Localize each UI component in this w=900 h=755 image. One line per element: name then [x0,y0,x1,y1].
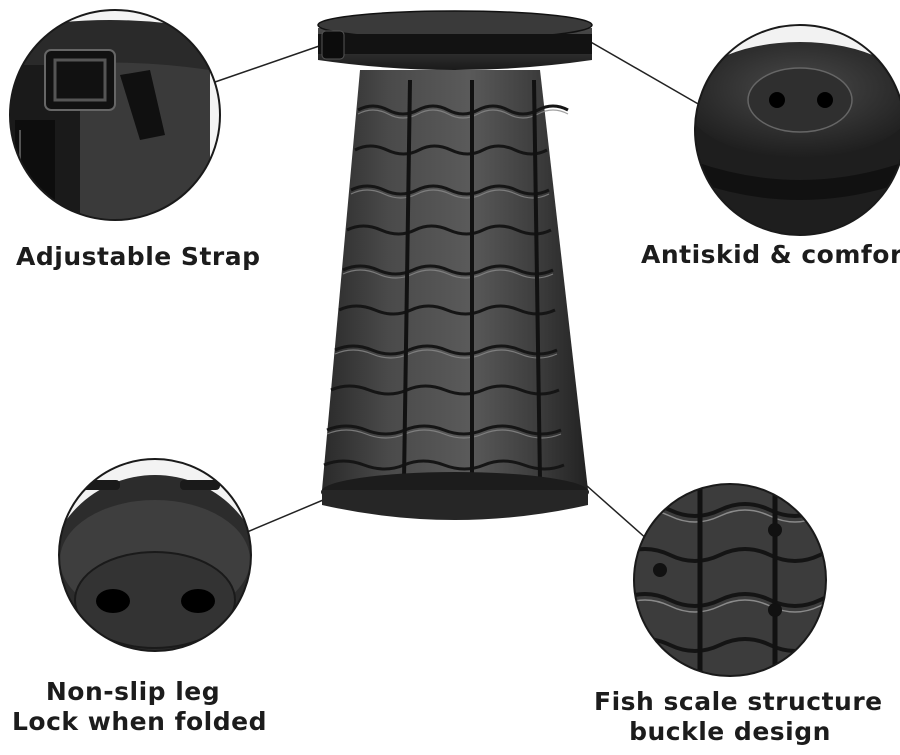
label-fish-scale: Fish scale structure buckle design [594,687,883,747]
label-fishscale-line2: buckle design [629,717,831,746]
label-nonslip-leg: Non-slip leg Lock when folded [12,677,267,737]
cap-hole-right [817,92,833,108]
label-nonslip-line2: Lock when folded [12,707,267,736]
label-fishscale-line1: Fish scale structure [594,687,883,716]
fish-scale-rings [323,104,569,471]
detail-adjustable-strap [9,9,221,221]
label-antiskid-comfort: Antiskid & comfort [641,240,900,269]
label-adjustable-strap: Adjustable Strap [16,242,261,271]
detail-antiskid [694,24,900,236]
leader-fishscale [577,477,649,541]
strap-buckle [321,30,345,60]
seat-strap [318,34,592,54]
leader-strap [214,43,326,83]
stool [317,10,593,520]
label-nonslip-line1: Non-slip leg [45,677,221,706]
cap-hole-left [769,92,785,108]
stool-body [322,70,588,490]
locking-slots [402,79,542,481]
detail-nonslip-leg [58,458,252,652]
detail-fish-scale [633,483,827,677]
leader-nonslip [239,494,336,536]
